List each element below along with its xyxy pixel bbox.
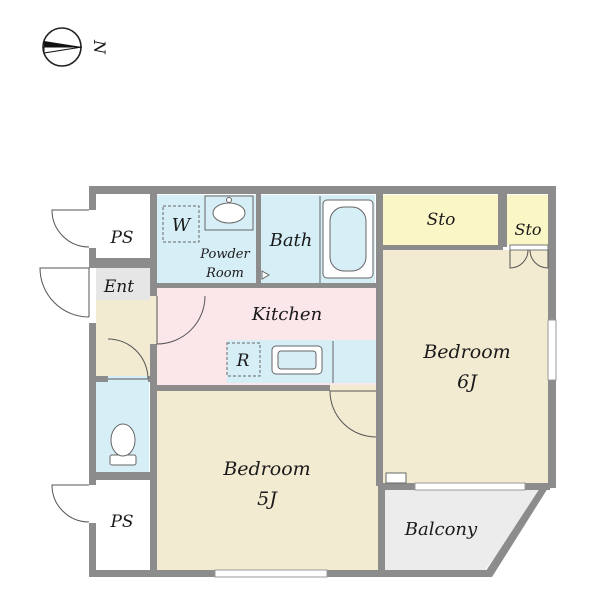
washer-box: [162, 205, 200, 243]
sink-basin-icon: [212, 202, 246, 224]
label-ps-top: PS: [109, 228, 133, 248]
powder-room-arrow-icon: [261, 270, 271, 280]
label-bedroom-left-size: 5J: [257, 488, 278, 510]
wall-balcony-bottom: [378, 570, 488, 577]
label-w: W: [172, 215, 192, 236]
hall-kitchen-door-gap: [150, 296, 157, 344]
hall-kitchen-door-swing: [156, 295, 206, 345]
wall-balcony-left: [378, 483, 385, 577]
storage-door: [509, 244, 549, 251]
toilet-door-swing: [107, 338, 149, 380]
ps-top-door-gap: [89, 210, 96, 248]
label-ent: Ent: [103, 277, 134, 297]
entry-door-swing: [39, 267, 90, 318]
windows: [214, 319, 557, 578]
ps-bottom-floor: [96, 480, 148, 568]
wall-mid-vertical: [376, 186, 383, 486]
label-sto-left: Sto: [427, 210, 456, 230]
storage-door-swing: [509, 249, 549, 269]
wall-powder-bath: [256, 194, 261, 284]
label-balcony: Balcony: [404, 519, 478, 540]
room-labels: PS PS W Powder Room Bath Sto Sto Ent Kit…: [103, 210, 542, 540]
hall-floor: [96, 300, 154, 380]
compass-needle-icon: [44, 41, 82, 47]
fixtures: [109, 195, 407, 484]
floors: [96, 195, 548, 572]
wall-upper-rooms-bottom: [150, 283, 382, 288]
label-powder-line2: Room: [205, 266, 244, 281]
label-powder-line1: Powder: [199, 247, 250, 262]
wall-storage-divider: [498, 194, 507, 247]
label-ps-bottom: PS: [109, 512, 133, 532]
ps-top-door-swing: [51, 209, 90, 248]
wall-balcony-diagonal: [482, 488, 548, 577]
refrigerator-box: [226, 342, 261, 377]
label-bedroom-right-name: Bedroom: [422, 341, 510, 363]
window-bedroom-right-bottom: [414, 482, 526, 491]
label-sto-right: Sto: [514, 220, 541, 239]
faucet-icon: [226, 197, 232, 203]
label-kitchen: Kitchen: [251, 304, 322, 325]
bathtub-inner: [329, 206, 367, 272]
entry-door-gap: [89, 268, 96, 323]
toilet-bowl-icon: [110, 423, 136, 457]
ps-bottom-door-gap: [89, 485, 96, 523]
doors: [39, 209, 549, 523]
label-bath: Bath: [269, 230, 313, 251]
wall-ps-bottom-top: [96, 472, 150, 480]
north-label: N: [90, 39, 109, 55]
label-r: R: [236, 351, 250, 371]
ps-bottom-door-swing: [51, 484, 90, 523]
bedroom-left-door-swing: [329, 390, 377, 438]
label-bedroom-left-name: Bedroom: [222, 458, 310, 480]
stove-inner: [277, 350, 317, 370]
label-bedroom-right-size: 6J: [457, 371, 478, 393]
wall-kitchen-bottom: [150, 385, 382, 391]
bedroom-left-floor: [157, 390, 379, 572]
ps-top-floor: [96, 212, 148, 260]
balcony-floor: [385, 490, 540, 570]
wall-top: [89, 186, 556, 194]
wall-left-inner: [150, 194, 157, 574]
bedroom-left-door-gap: [330, 385, 376, 391]
storage-left-floor: [383, 195, 498, 245]
storage-right-floor: [507, 195, 548, 245]
balcony-ac-unit: [385, 472, 407, 484]
bedroom-right-floor: [383, 250, 548, 483]
window-bedroom-left: [214, 569, 328, 578]
wall-storage-bottom: [383, 245, 503, 250]
wall-left: [89, 186, 96, 576]
compass: N: [42, 27, 109, 67]
wall-ps-top: [96, 258, 150, 268]
window-bedroom-right-side: [547, 319, 557, 381]
compass-needle-tail: [43, 46, 83, 54]
